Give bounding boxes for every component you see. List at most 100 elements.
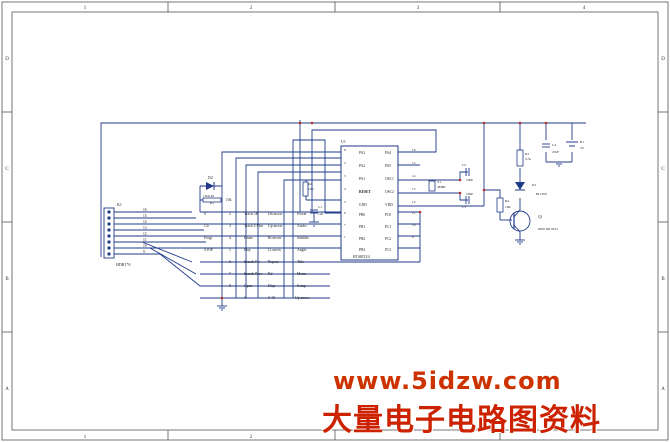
mcu-u1: U1 HT46F23/4 PA3 PA2 PA1 RESET GND PB0 P…	[340, 139, 416, 261]
key-label: Rd	[268, 272, 273, 276]
watermark-title: 大量电子电路图资料	[322, 403, 601, 438]
row-label-c: C	[5, 167, 9, 172]
crystal-y1: Y1 4MHz	[428, 180, 446, 192]
mcu-left-pin: GND	[359, 203, 367, 207]
key-label: Search Fw	[244, 260, 260, 264]
k1-pin: 11	[143, 238, 147, 242]
r2-ref: R2	[308, 182, 312, 186]
col-label-1: 1	[84, 6, 87, 11]
r3-ref: R3	[525, 152, 529, 156]
key-label: Search Prev	[244, 272, 262, 276]
key-label: Repeat	[268, 260, 279, 264]
mcu-left-pin: PA2	[359, 164, 365, 168]
key-label: Rt arrow	[268, 236, 282, 240]
key-label: Clr	[204, 224, 210, 228]
capacitor-c4: C4 47uF	[542, 143, 559, 154]
key-matrix: 0 Clr Progr STOP 2 3 4 5 6 7 8 Track 5K …	[204, 212, 310, 300]
b1-ref: B1	[580, 140, 584, 144]
k1-pin: 16	[143, 208, 147, 212]
key-label: 0-10	[268, 296, 275, 300]
c3-value: 100P	[466, 192, 473, 196]
row-label-a: A	[5, 387, 9, 392]
col-label-1-bottom: 1	[84, 435, 87, 440]
mcu-left-pin: RESET	[359, 190, 371, 194]
key-label: Disp	[268, 284, 275, 288]
key-label: Up arrow	[268, 224, 283, 228]
resistor-r3: R3 4.7k	[516, 149, 531, 167]
mcu-pin-num: 7	[344, 223, 346, 227]
k1-part: HDR1*6	[116, 262, 130, 267]
c1-value: 1uF	[318, 212, 323, 216]
c4-value: 47uF	[552, 150, 559, 154]
key-label: Dn arrow	[268, 212, 283, 216]
key-label: Track 5K	[244, 212, 259, 216]
k1-ref: K1	[117, 202, 122, 207]
key-label: Play	[244, 248, 251, 252]
key-pin: 5	[229, 248, 231, 252]
r4-value: 10K	[505, 205, 511, 209]
capacitor-c3: C3 100P	[462, 192, 473, 209]
key-label: Menu	[297, 272, 306, 276]
c2-ref: C2	[462, 163, 466, 167]
battery-b1: B1 3V	[566, 140, 585, 150]
k1-pin: 9	[143, 250, 145, 254]
mcu-right-pin: PC2	[385, 237, 391, 241]
key-pin: 8	[229, 284, 231, 288]
capacitor-c2: C2 100P	[462, 163, 473, 182]
mcu-left-pin: PB3	[359, 248, 365, 252]
c4-ref: C4	[552, 143, 556, 147]
d1-label: IR LED	[536, 192, 547, 196]
r2-value: 10K	[308, 187, 314, 191]
r3-value: 4.7k	[525, 157, 531, 161]
key-label: Pause	[244, 236, 253, 240]
key-label: STOP	[204, 248, 213, 252]
q1-ref: Q1	[538, 215, 543, 219]
key-pin: 2	[229, 212, 231, 216]
watermark-url: www.5idzw.com	[333, 367, 562, 395]
row-label-c-right: C	[661, 167, 665, 172]
k1-pin: 15	[143, 214, 147, 218]
key-pin: 4	[229, 236, 231, 240]
mcu-right-pin: PA5	[385, 164, 391, 168]
mcu-pin-num: 8	[344, 148, 346, 152]
q1-part: 8050 OR 9013	[538, 227, 558, 231]
resistor-r4: R4 10K	[496, 197, 511, 213]
d1-ref: D1	[532, 183, 536, 187]
mcu-left-pin: PB0	[359, 213, 365, 217]
mcu-pin-num: 13	[412, 187, 416, 191]
mcu-pin-num: 5	[344, 200, 346, 204]
key-label: Audio	[297, 224, 307, 228]
b1-value: 3V	[580, 146, 585, 150]
mcu-left-pin: PB1	[359, 225, 365, 229]
mcu-pin-num: 14	[412, 174, 416, 178]
r1-ref: R1	[210, 201, 214, 205]
mcu-pin-num: 1	[344, 235, 346, 239]
key-label: Up arrow	[295, 296, 310, 300]
k1-pin: 10	[143, 244, 147, 248]
mcu-right-pin: OSC1	[385, 177, 394, 181]
row-label-b-right: B	[661, 277, 665, 282]
mcu-pin-num: 2	[344, 161, 346, 165]
wires	[100, 120, 586, 306]
c3-ref: C3	[462, 205, 466, 209]
k1-pin: 13	[143, 226, 147, 230]
ground-symbols	[217, 161, 564, 311]
col-label-4: 4	[583, 6, 586, 11]
r1-value: 10k	[226, 198, 232, 202]
mcu-pin-num: 11	[412, 211, 416, 215]
resistor-r2: R2 10K	[302, 181, 314, 197]
led-d1: D1 IR LED	[515, 182, 547, 196]
mcu-left-pin: PA3	[359, 151, 365, 155]
mcu-pin-num: 10	[412, 223, 416, 227]
mcu-pin-num: 6	[344, 211, 346, 215]
mcu-left-pin: PB2	[359, 237, 365, 241]
row-label-b: B	[5, 277, 9, 282]
mcu-right-pin: VDD	[385, 203, 393, 207]
key-pin: 3	[229, 224, 231, 228]
diode-d2: D2 1N4148	[203, 175, 215, 198]
c1-ref: C1	[318, 205, 322, 209]
r4-ref: R4	[505, 199, 509, 203]
k1-pin: 12	[143, 232, 147, 236]
